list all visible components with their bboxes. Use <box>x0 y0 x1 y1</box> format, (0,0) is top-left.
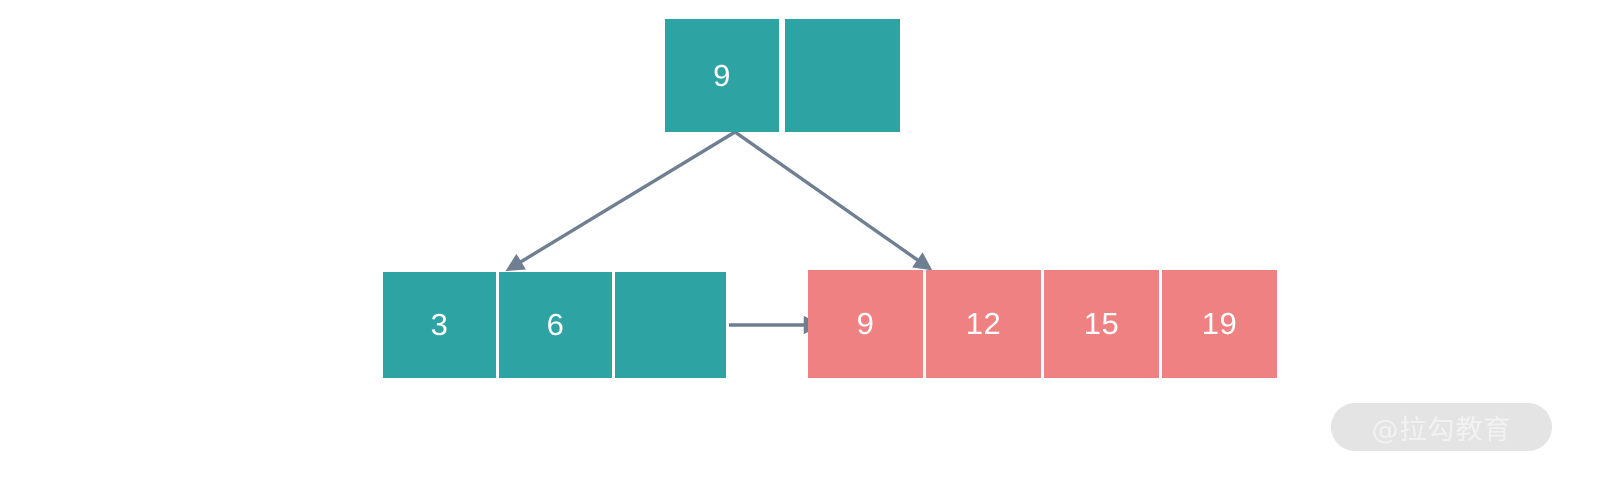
leaf-left-cell-2 <box>615 272 726 378</box>
leaf-right-cell-3: 19 <box>1162 270 1277 378</box>
leaf-right-cell-1: 12 <box>926 270 1041 378</box>
leaf-left-cell-0: 3 <box>383 272 496 378</box>
leaf-left-divider-0 <box>496 272 499 378</box>
leaf-node-left: 3 6 <box>383 272 726 378</box>
edge-root-to-left-leaf <box>505 130 736 272</box>
leaf-right-cell-0: 9 <box>808 270 923 378</box>
root-node-cell-1 <box>785 19 900 132</box>
root-node-cell-0: 9 <box>665 19 779 132</box>
watermark: @拉勾教育 <box>1331 403 1552 451</box>
root-node: 9 <box>665 19 900 132</box>
watermark-text: @拉勾教育 <box>1371 414 1512 446</box>
root-node-divider-0 <box>779 19 785 132</box>
edge-root-to-right-leaf <box>734 130 933 271</box>
leaf-right-divider-2 <box>1159 270 1162 378</box>
leaf-left-cell-1: 6 <box>499 272 612 378</box>
leaf-right-divider-0 <box>923 270 926 378</box>
leaf-left-divider-1 <box>612 272 615 378</box>
leaf-node-right: 9 12 15 19 <box>808 270 1277 378</box>
leaf-right-cell-2: 15 <box>1044 270 1159 378</box>
leaf-right-divider-1 <box>1041 270 1044 378</box>
